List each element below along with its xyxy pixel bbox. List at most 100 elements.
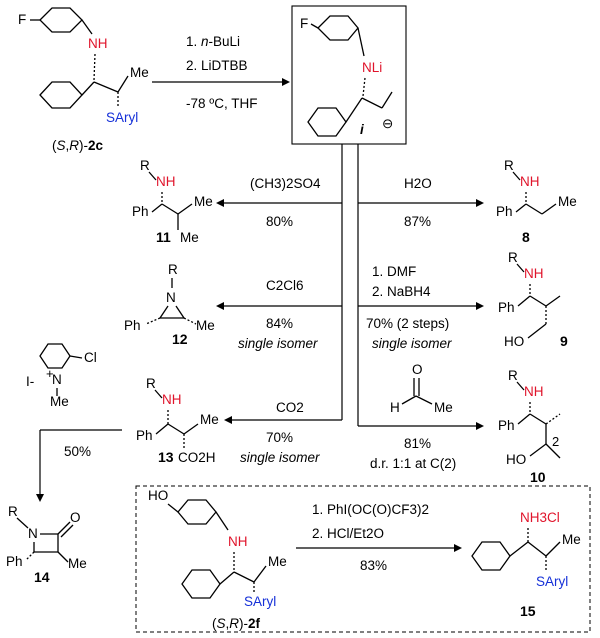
product-12: R N Ph Me 12 [124, 262, 215, 347]
yield-co2: 70% [266, 430, 293, 445]
phenyl-ring [307, 107, 347, 137]
r-group: R [168, 262, 178, 277]
compound-label-9: 9 [560, 333, 568, 349]
carbonyl-oxygen: O [70, 510, 81, 525]
reaction-h2o: H2O 87% [358, 176, 484, 229]
phenyl-label: Ph [498, 300, 515, 315]
fluorine-atom: F [300, 16, 308, 31]
condition-line-1: 1. n-BuLi [186, 34, 240, 49]
phenyl-ring [471, 541, 511, 571]
carbanion-charge: ⊖ [382, 116, 393, 131]
lactam-n: N [28, 526, 38, 541]
phenyl-label: Ph [498, 418, 515, 433]
condition-line-3: -78 ºC, THF [186, 96, 257, 111]
pyridinium-n: N [52, 372, 62, 387]
reaction-me2so4: (CH3)2SO4 80% [216, 176, 342, 229]
lithium-amide: NLi [362, 60, 382, 75]
product-10: R NH Ph HO 2 10 [498, 368, 561, 485]
amine-nh: NH [88, 36, 108, 51]
fluorophenyl-ring [317, 15, 359, 41]
hydroxyphenyl-ring [177, 499, 217, 525]
reagent-h2o: H2O [404, 176, 432, 191]
compound-label-2c: (S,R)-2c [52, 138, 104, 153]
aziridine-n: N [166, 290, 176, 305]
reagent-dmf-1: 1. DMF [372, 264, 416, 279]
intermediate-i: F NLi i ⊖ [291, 5, 407, 145]
amine-nh: NH [524, 266, 544, 281]
amine-nh: NH [162, 392, 182, 407]
compound-label-15: 15 [520, 603, 536, 619]
oxidation-box: HO NH Me SAryl (S,R)-2f 1. PhI(OC(O)CF3)… [135, 485, 591, 633]
carboxylic-acid: CO2H [178, 450, 216, 465]
methyl-label: Me [200, 412, 219, 427]
phenyl-label: Ph [124, 318, 141, 333]
r-group: R [146, 376, 156, 391]
amine-nh: NH [520, 174, 540, 189]
hydroxyl-label: HO [148, 488, 168, 503]
chloro-substituent: Cl [84, 350, 97, 365]
locant-2: 2 [552, 434, 559, 449]
compound-label-2f: (S,R)-2f [212, 616, 261, 631]
note-dmf: single isomer [372, 336, 452, 351]
phenyl-label: Ph [496, 204, 513, 219]
condition-line-2: 2. LiDTBB [186, 58, 248, 73]
methyl-label: Me [434, 400, 453, 415]
starting-material-2f: HO NH Me SAryl (S,R)-2f [148, 488, 287, 631]
r-group: R [508, 250, 518, 265]
aldehyde-h: H [390, 400, 400, 415]
intermediate-box [291, 5, 407, 145]
lithiation-conditions: 1. n-BuLi 2. LiDTBB -78 ºC, THF [152, 34, 290, 111]
methyl-label: Me [180, 230, 199, 245]
methyl-label: Me [196, 318, 215, 333]
reaction-c2cl6: C2Cl6 84% single isomer [216, 278, 342, 351]
hydroxyl-label: HO [504, 334, 524, 349]
r-group: R [140, 158, 150, 173]
compound-label-11: 11 [156, 229, 171, 245]
compound-label-14: 14 [34, 569, 50, 585]
yield-c2cl6: 84% [266, 316, 293, 331]
reaction-dmf: 1. DMF 2. NaBH4 70% (2 steps) single iso… [358, 264, 484, 351]
fluorophenyl-ring [39, 7, 83, 33]
product-8: R NH Ph Me 8 [496, 158, 577, 245]
hydroxyl-label: HO [506, 452, 526, 467]
yield-dmf: 70% (2 steps) [366, 316, 449, 331]
methyl-label: Me [68, 556, 87, 571]
yield-oxidation: 83% [360, 558, 387, 573]
pyridinium-reagent: + N Cl I- Me [26, 343, 97, 409]
methyl-label: Me [558, 194, 577, 209]
amine-nh: NH [228, 534, 248, 549]
r-group: R [504, 158, 514, 173]
saryl-group: SAryl [106, 110, 138, 125]
compound-label-8: 8 [522, 229, 530, 245]
product-15: NH3Cl Me SAryl 15 [471, 510, 581, 619]
phenyl-label: Ph [136, 428, 153, 443]
methyl-label: Me [130, 65, 149, 80]
reagent-co2: CO2 [276, 400, 304, 415]
r-group: R [508, 368, 518, 383]
yield-me2so4: 80% [266, 214, 293, 229]
starting-material-2c: F NH Me SAryl (S,R)-2c [18, 7, 149, 153]
r-group: R [8, 504, 18, 519]
phenyl-label: Ph [132, 204, 149, 219]
note-acetaldehyde: d.r. 1:1 at C(2) [370, 456, 456, 471]
note-co2: single isomer [240, 450, 320, 465]
amine-nh: NH [156, 174, 176, 189]
n-methyl: Me [50, 394, 69, 409]
reagent-dmf-2: 2. NaBH4 [372, 284, 431, 299]
amine-nh: NH [524, 384, 544, 399]
saryl-group: SAryl [244, 594, 276, 609]
intermediate-label: i [360, 122, 364, 137]
methyl-label: Me [562, 532, 581, 547]
compound-label-10: 10 [530, 469, 546, 485]
compound-label-12: 12 [172, 331, 188, 347]
ammonium-chloride: NH3Cl [520, 510, 560, 525]
phenyl-label: Ph [6, 554, 23, 569]
reagent-c2cl6: C2Cl6 [266, 278, 304, 293]
compound-label-13: 13 [158, 449, 174, 465]
note-c2cl6: single isomer [238, 336, 318, 351]
yield-h2o: 87% [404, 214, 431, 229]
yield-acetaldehyde: 81% [404, 436, 431, 451]
oxidation-condition-1: 1. PhI(OC(O)CF3)2 [312, 502, 429, 517]
methyl-label: Me [194, 194, 213, 209]
